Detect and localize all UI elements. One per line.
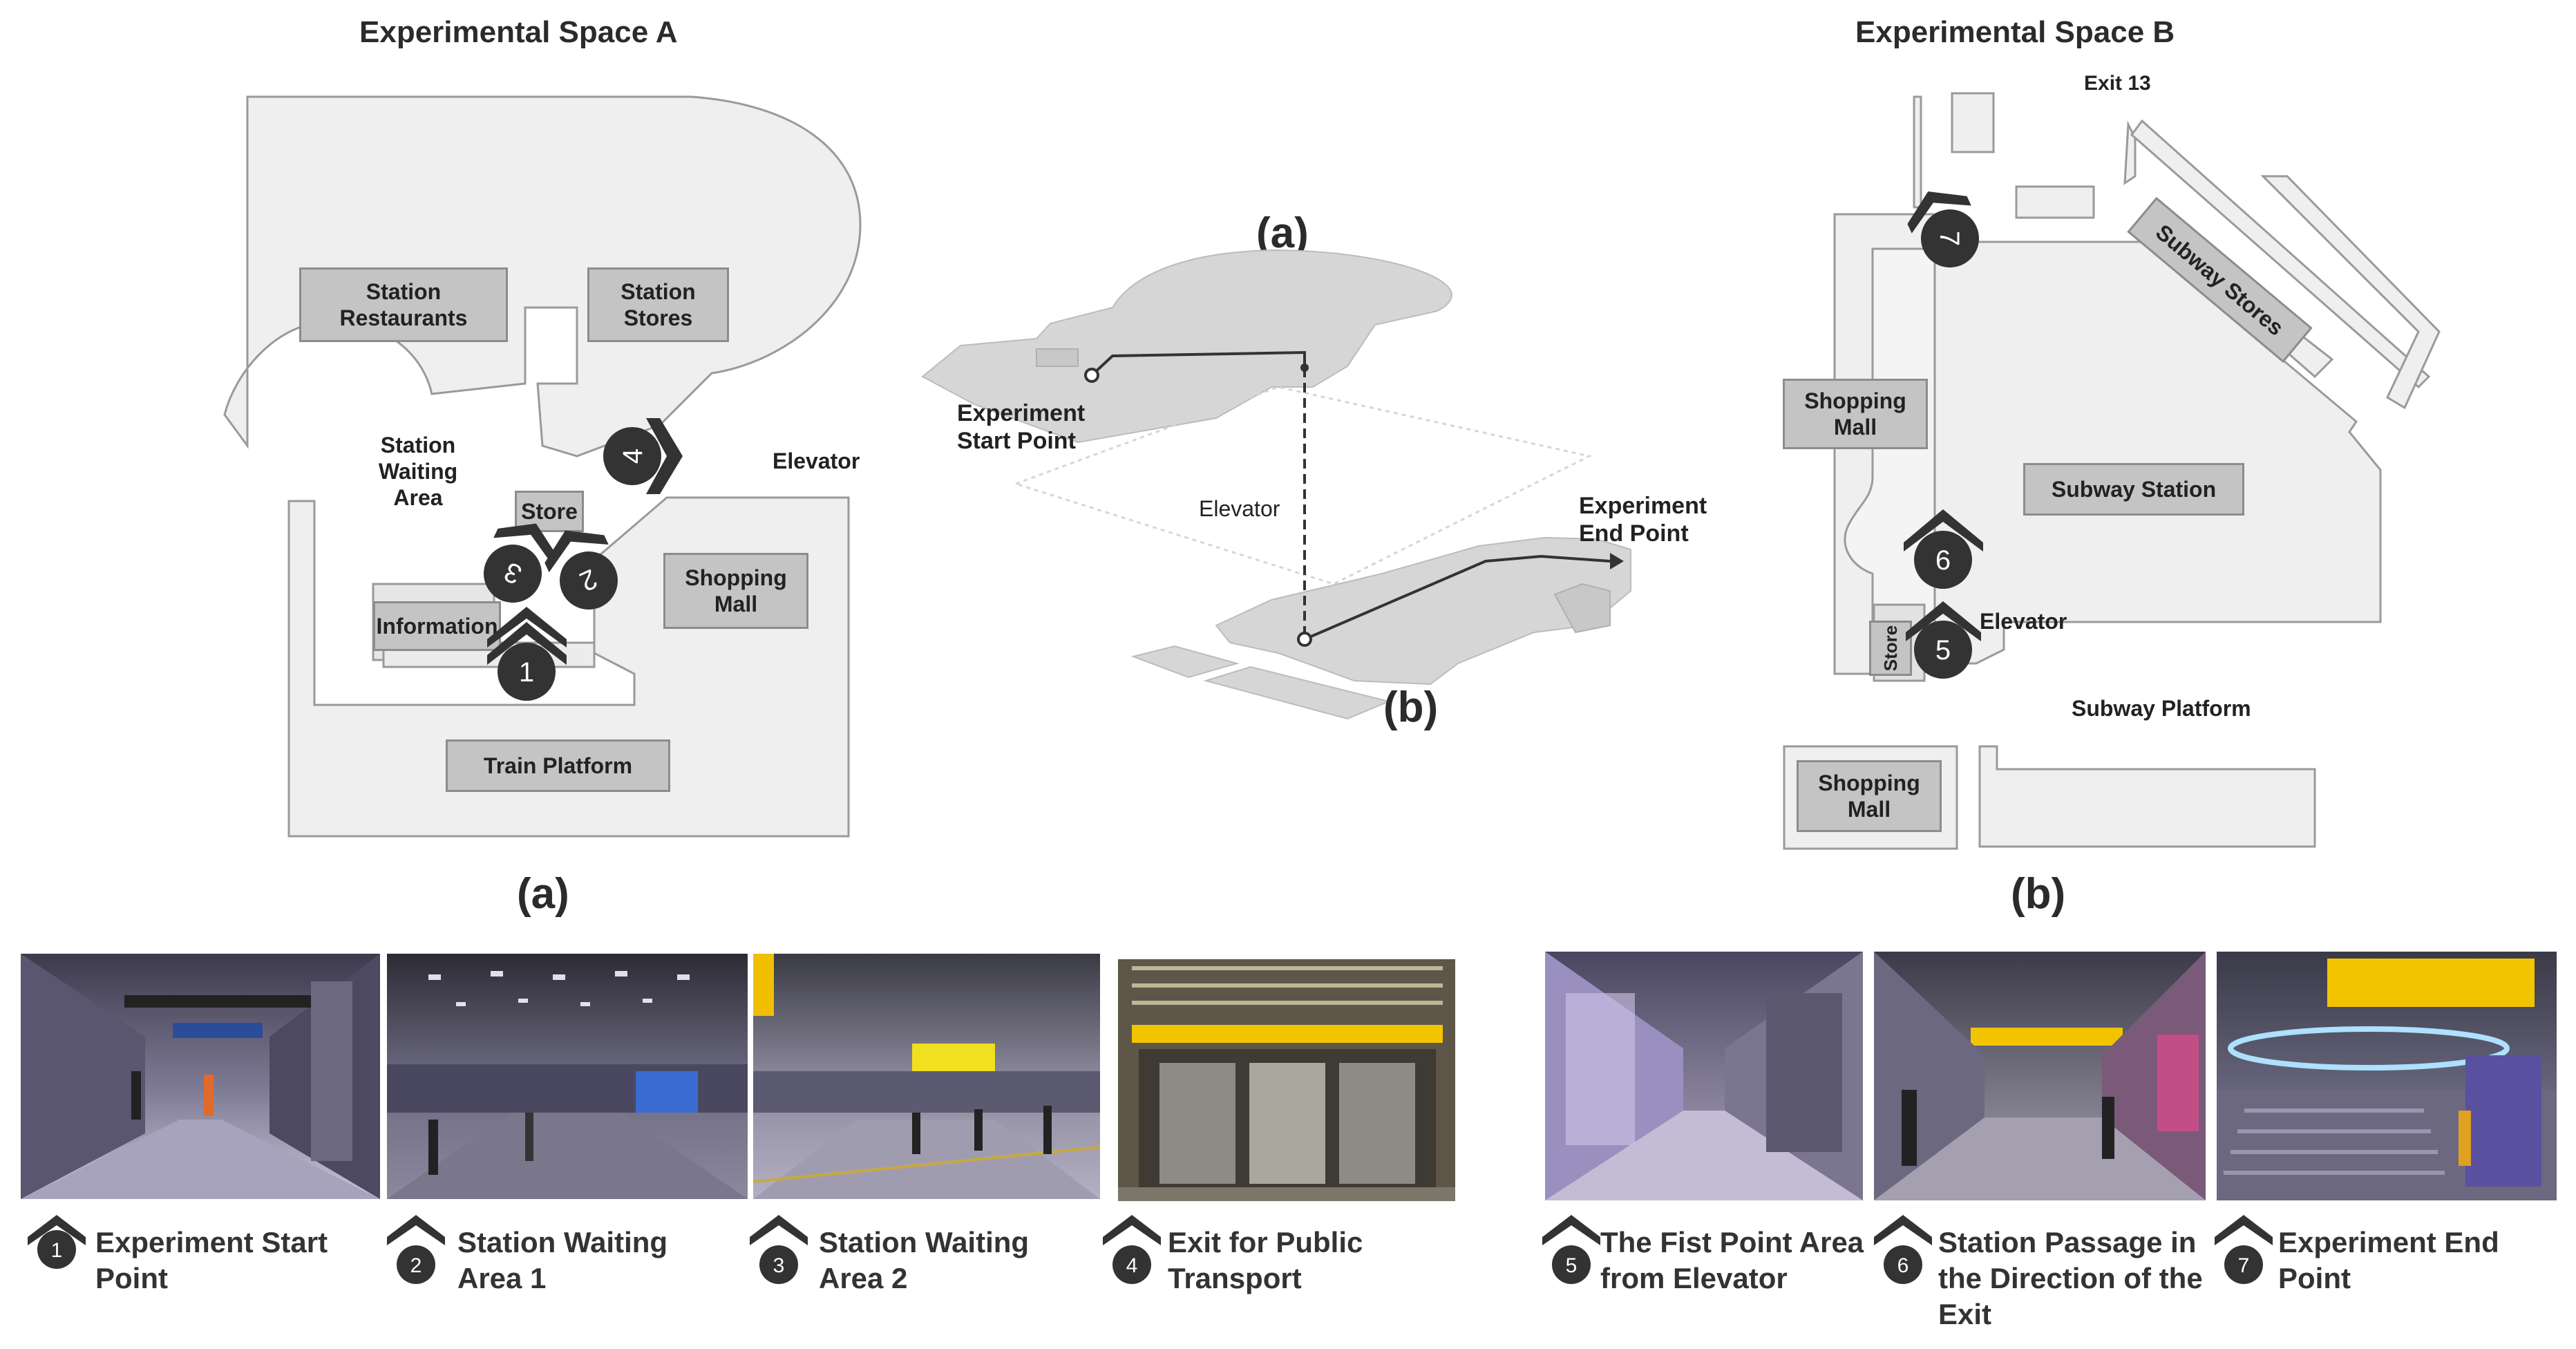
space-b-shopping-mall-box: Shopping Mall: [1783, 379, 1928, 449]
caption-icons: 1 2 3 4 5 6 7: [28, 1215, 2273, 1284]
svg-text:4: 4: [1126, 1254, 1138, 1277]
space-a-elevator-label: Elevator: [773, 449, 860, 473]
space-b-elevator-label: Elevator: [1980, 609, 2067, 634]
space-b-bottom-shopping-mall-box: Shopping Mall: [1797, 760, 1942, 832]
space-b-shopping-mall-label: Shopping Mall: [1804, 388, 1906, 440]
exit-13-label: Exit 13: [2084, 72, 2151, 95]
route-elevator-point: [1297, 632, 1312, 647]
station-restaurants-box: Station Restaurants: [299, 267, 508, 342]
space-a-markers: 1 2 3 4: [484, 418, 683, 701]
information-label: Information: [376, 614, 498, 639]
space-b-diagonal-strip-2: [2260, 175, 2441, 410]
svg-text:4: 4: [618, 449, 648, 464]
space-a-store-box: Store: [515, 491, 584, 532]
svg-text:6: 6: [1897, 1254, 1909, 1277]
station-waiting-area-label: Station Waiting Area: [378, 433, 458, 510]
middle-elevator-label: Elevator: [1199, 496, 1280, 521]
train-platform-box: Train Platform: [446, 739, 670, 792]
caption-4-text: Exit for Public Transport: [1168, 1226, 1363, 1294]
panel-a-label: (a): [517, 870, 569, 918]
caption-icon-2: 2: [387, 1215, 445, 1284]
caption-3-text: Station Waiting Area 2: [819, 1226, 1030, 1294]
station-stores-label: Station Stores: [621, 279, 696, 330]
space-b-title: Experimental Space B: [1855, 15, 2175, 49]
photo-7-experiment-end-point: [2217, 952, 2557, 1200]
middle-bottom-letter: (b): [1383, 683, 1439, 731]
marker-1: 1: [487, 607, 567, 701]
photo-6-station-passage-direction-exit: [1874, 952, 2206, 1200]
route-line-lower: [1304, 554, 1611, 641]
svg-text:5: 5: [1566, 1254, 1578, 1277]
marker-4: 4: [603, 418, 683, 494]
panel-b-label: (b): [2011, 870, 2066, 918]
experiment-start-point-label: Experiment Start Point: [957, 400, 1086, 454]
caption-icon-7: 7: [2215, 1215, 2273, 1284]
space-a-shopping-mall-label: Shopping Mall: [685, 565, 787, 616]
caption-icon-5: 5: [1542, 1215, 1600, 1284]
caption-6-text: Station Passage in the Direction of the …: [1938, 1226, 2203, 1330]
photo-4-exit-for-public-transport: [1118, 959, 1455, 1201]
svg-text:5: 5: [1935, 635, 1951, 666]
space-b-bottom-shopping-mall-label: Shopping Mall: [1818, 771, 1920, 822]
svg-text:6: 6: [1935, 545, 1951, 576]
subway-platform-label: Subway Platform: [2072, 696, 2251, 721]
svg-text:2: 2: [410, 1254, 422, 1277]
space-b-store-box: Store: [1869, 621, 1912, 676]
space-a-upper-floor: [223, 95, 862, 457]
caption-icon-6: 6: [1874, 1215, 1932, 1284]
caption-icon-3: 3: [750, 1215, 808, 1284]
caption-icon-1: 1: [28, 1215, 86, 1269]
caption-1-text: Experiment Start Point: [95, 1226, 328, 1294]
route-end-arrow: [1610, 553, 1624, 569]
svg-text:1: 1: [51, 1239, 63, 1262]
subway-station-label: Subway Station: [2051, 477, 2217, 502]
marker-6: 6: [1904, 509, 1983, 589]
photo-1-experiment-start-point: [21, 954, 380, 1199]
photo-2-station-waiting-area-1: [387, 954, 748, 1199]
experiment-end-point-label: Experiment End Point: [1579, 493, 1707, 547]
marker-5: 5: [1906, 601, 1981, 679]
svg-text:1: 1: [519, 657, 534, 688]
information-box: Information: [373, 601, 501, 651]
caption-5-text: The Fist Point Area from Elevator: [1600, 1226, 1864, 1294]
upper-level-slab: [921, 249, 1452, 444]
marker-7: 7: [1907, 191, 1979, 267]
middle-top-letter: (a): [1256, 209, 1309, 257]
route-junction-top: [1300, 364, 1309, 372]
marker-2: 2: [544, 530, 618, 610]
space-b-diagonal-strip-1: [2130, 119, 2431, 389]
photo-3-station-waiting-area-2: [753, 954, 1100, 1199]
route-line-upper: [1090, 350, 1306, 377]
marker-3: 3: [484, 523, 558, 603]
caption-2-text: Station Waiting Area 1: [457, 1226, 668, 1294]
svg-text:7: 7: [2238, 1254, 2250, 1277]
subway-station-box: Subway Station: [2023, 463, 2244, 516]
middle-3d-schematic: [921, 249, 1631, 720]
elevator-level-ghost: [1012, 386, 1593, 585]
space-b-markers: 5 6 7: [1904, 191, 1983, 679]
caption-icon-4: 4: [1103, 1215, 1161, 1284]
space-b-platform-area: [1978, 745, 2316, 848]
route-start-point: [1084, 368, 1099, 383]
svg-text:7: 7: [1934, 231, 1964, 246]
space-a-shopping-mall-box: Shopping Mall: [663, 553, 808, 629]
caption-7-text: Experiment End Point: [2278, 1226, 2499, 1294]
train-platform-label: Train Platform: [483, 753, 633, 778]
photo-5-first-point-area-from-elevator: [1545, 952, 1863, 1200]
svg-text:3: 3: [773, 1254, 785, 1277]
station-stores-box: Station Stores: [587, 267, 729, 342]
station-restaurants-label: Station Restaurants: [339, 279, 468, 330]
space-a-store-label: Store: [521, 499, 578, 524]
space-a-title: Experimental Space A: [359, 15, 678, 49]
